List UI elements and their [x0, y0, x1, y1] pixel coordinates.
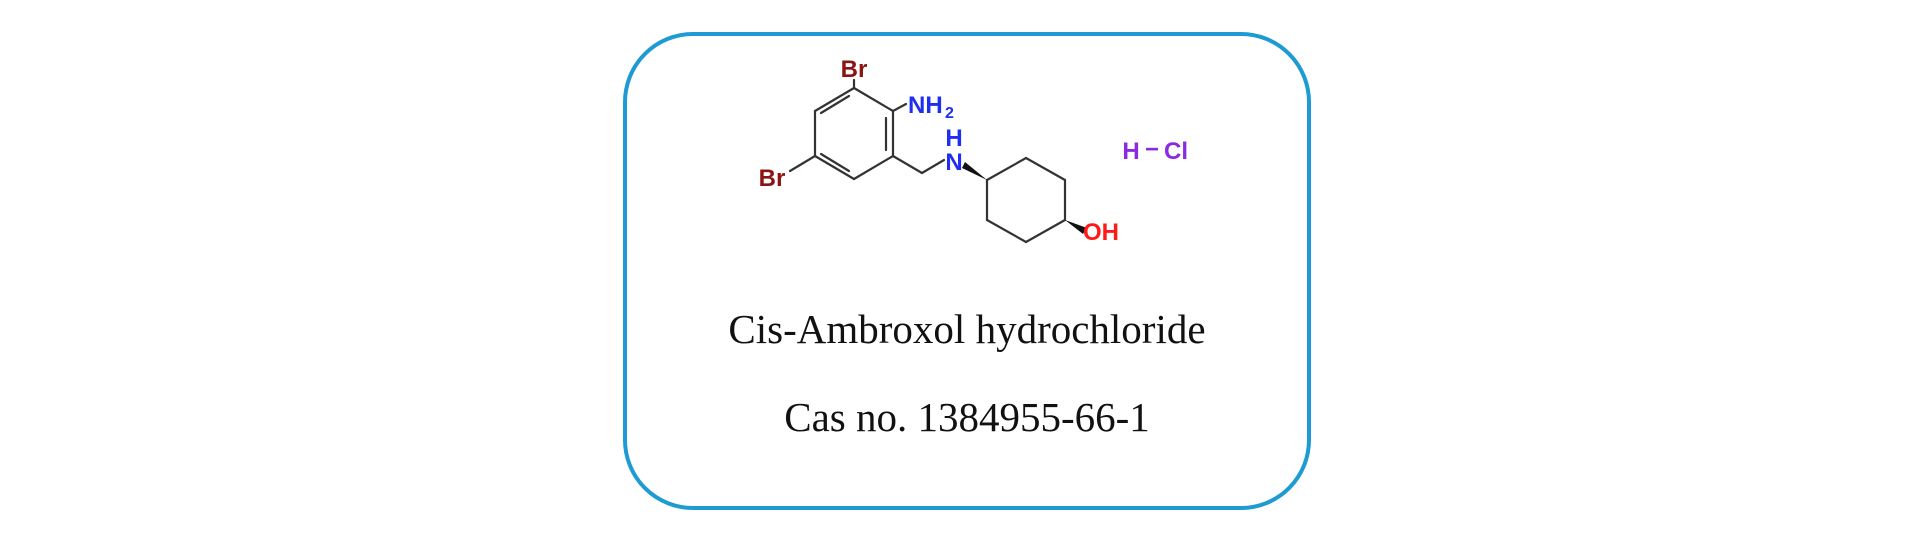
- structure-card: [623, 32, 1311, 510]
- cas-number: Cas no. 1384955-66-1: [784, 394, 1150, 440]
- compound-name: Cis-Ambroxol hydrochloride: [728, 306, 1206, 352]
